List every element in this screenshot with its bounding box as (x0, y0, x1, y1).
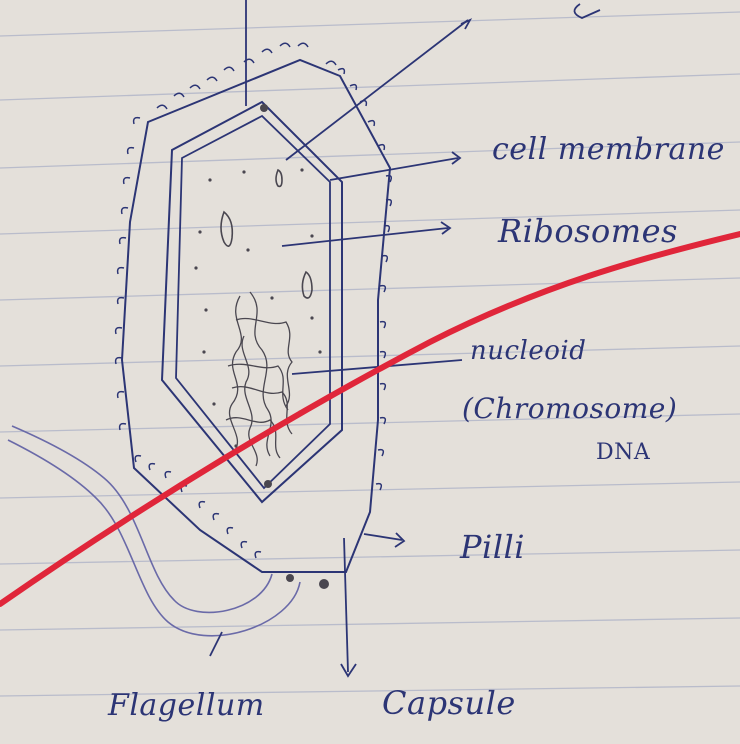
label-dna: DNA (596, 440, 650, 465)
pointer-lines (210, 0, 470, 676)
flagellum-inner (8, 440, 300, 636)
ruled-lines (0, 12, 740, 696)
label-chromosome: (Chromosome) (462, 392, 677, 425)
label-nucleoid: nucleoid (470, 336, 586, 366)
label-cell-membrane: cell membrane (492, 132, 725, 167)
partial-mark (574, 4, 600, 18)
ribosomes (194, 104, 329, 589)
cell-membrane (176, 116, 330, 488)
label-flagellum: Flagellum (108, 688, 265, 723)
inclusion-bodies (221, 170, 312, 298)
label-ribosomes: Ribosomes (498, 212, 678, 250)
label-pilli: Pilli (460, 528, 525, 566)
label-capsule: Capsule (382, 684, 516, 722)
